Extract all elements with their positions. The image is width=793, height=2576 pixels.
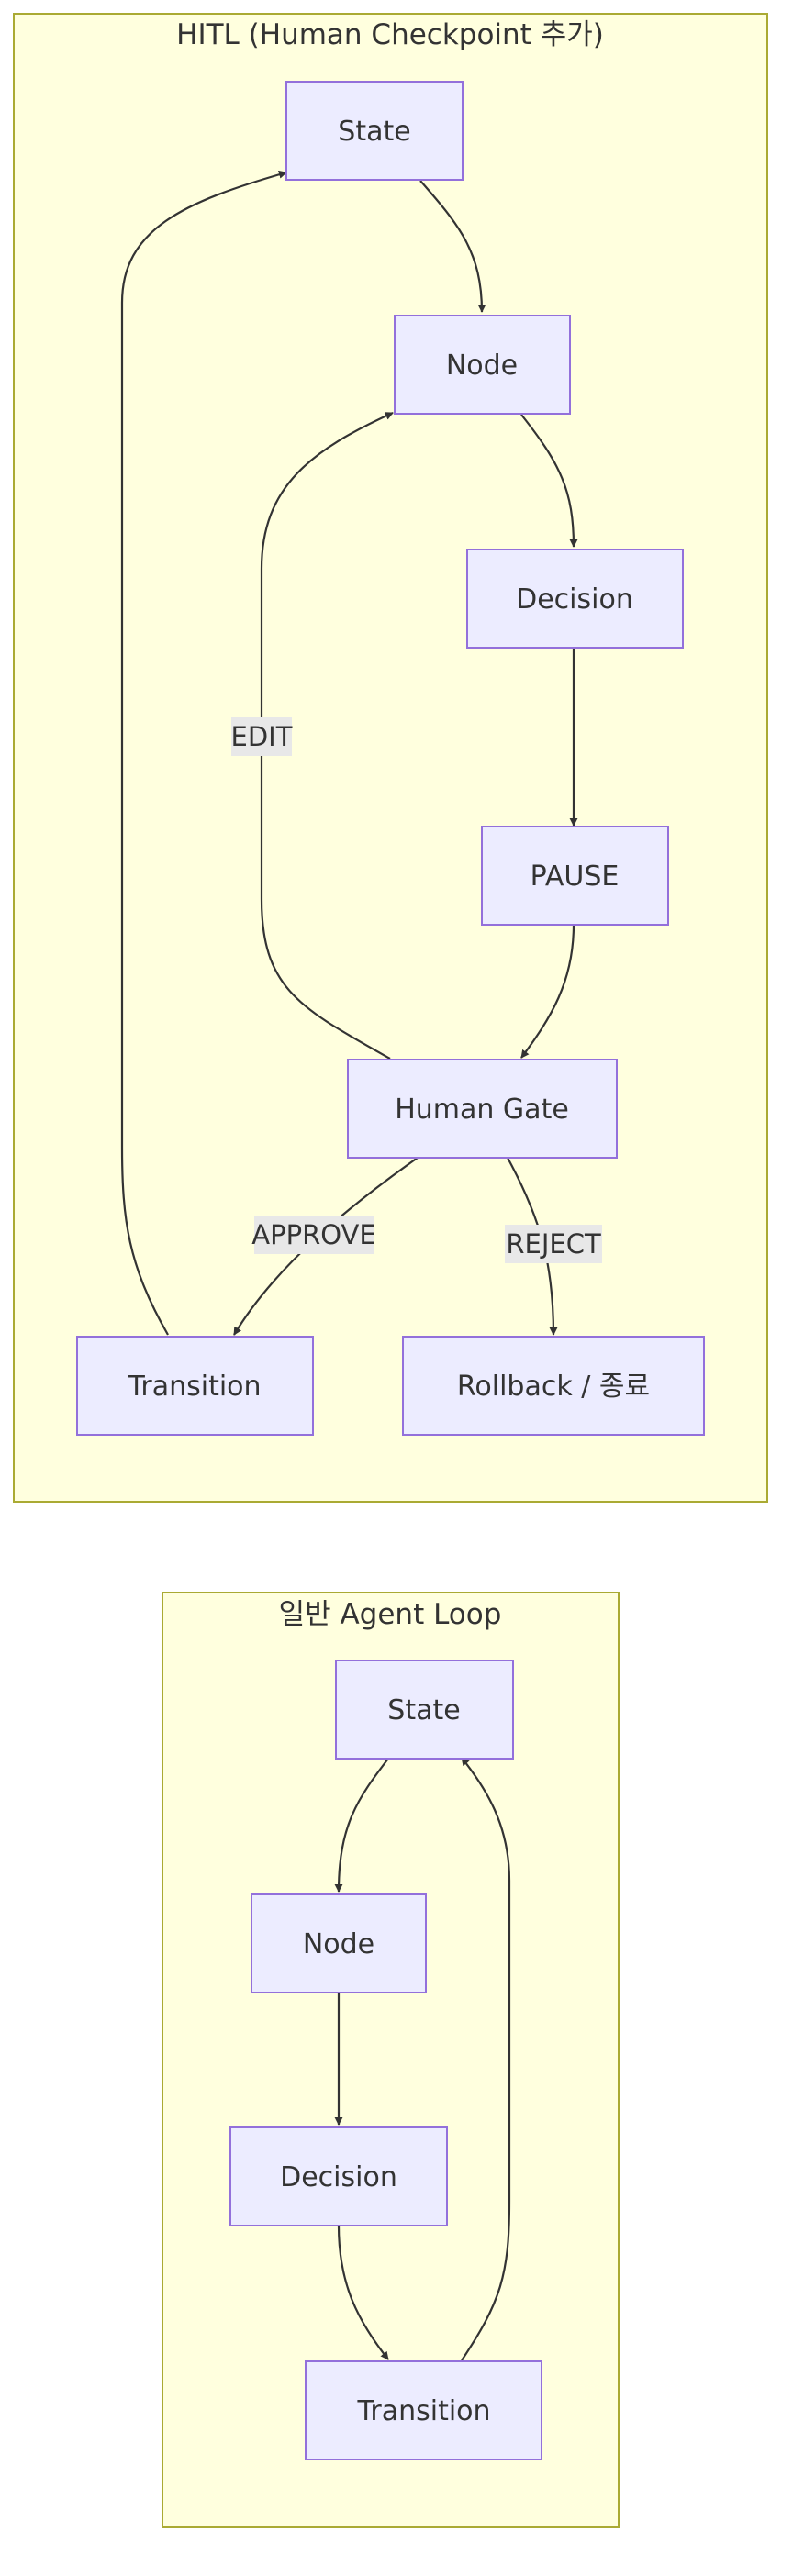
hitl-node-human-gate-label: Human Gate	[395, 1094, 569, 1126]
hitl-cluster-box	[13, 13, 768, 1503]
loop-node-transition: Transition	[305, 2360, 542, 2460]
edge-label-edit: EDIT	[231, 717, 293, 756]
hitl-node-rollback: Rollback / 종료	[402, 1336, 705, 1436]
hitl-cluster-title: HITL (Human Checkpoint 추가)	[176, 18, 604, 51]
loop-node-node: Node	[251, 1893, 427, 1993]
loop-node-state: State	[335, 1660, 514, 1760]
hitl-node-node: Node	[394, 315, 571, 415]
edge-pause-to-human-gate	[520, 924, 575, 1059]
edge-label-edit-text: EDIT	[231, 721, 293, 752]
edge-label-reject: REJECT	[505, 1225, 602, 1263]
hitl-node-human-gate: Human Gate	[347, 1059, 618, 1159]
hitl-node-node-label: Node	[446, 350, 518, 382]
hitl-node-decision-label: Decision	[516, 583, 633, 616]
loop-edge-transition-to-state	[461, 1757, 511, 2361]
hitl-node-transition: Transition	[76, 1336, 314, 1436]
edge-node-to-decision	[520, 414, 578, 548]
agent-loop-cluster: 일반 Agent Loop State Node Decision Transi…	[162, 1592, 620, 2528]
edge-label-approve: APPROVE	[251, 1216, 376, 1254]
edge-label-approve-text: APPROVE	[251, 1219, 375, 1250]
loop-node-state-label: State	[387, 1694, 460, 1727]
edge-edit-human-gate-to-node	[260, 411, 394, 1060]
edge-state-to-node	[419, 180, 486, 313]
loop-node-decision: Decision	[229, 2126, 448, 2226]
loop-node-decision-label: Decision	[280, 2161, 397, 2193]
hitl-node-pause: PAUSE	[481, 826, 669, 926]
loop-edge-state-to-node	[334, 1758, 389, 1893]
loop-edge-decision-to-transition	[337, 2225, 389, 2360]
hitl-node-pause-label: PAUSE	[531, 861, 620, 893]
loop-node-transition-label: Transition	[356, 2395, 490, 2427]
loop-node-node-label: Node	[303, 1928, 374, 1960]
hitl-cluster: HITL (Human Checkpoint 추가) EDIT APPROVE …	[13, 13, 768, 1503]
hitl-node-decision: Decision	[466, 549, 684, 649]
edge-label-reject-text: REJECT	[506, 1228, 601, 1260]
hitl-node-transition-label: Transition	[127, 1371, 261, 1403]
hitl-node-state-label: State	[338, 116, 410, 148]
edge-transition-to-state	[120, 170, 287, 1336]
hitl-node-state: State	[285, 81, 464, 181]
agent-loop-cluster-title: 일반 Agent Loop	[279, 1598, 502, 1631]
hitl-node-rollback-label: Rollback / 종료	[457, 1371, 650, 1403]
